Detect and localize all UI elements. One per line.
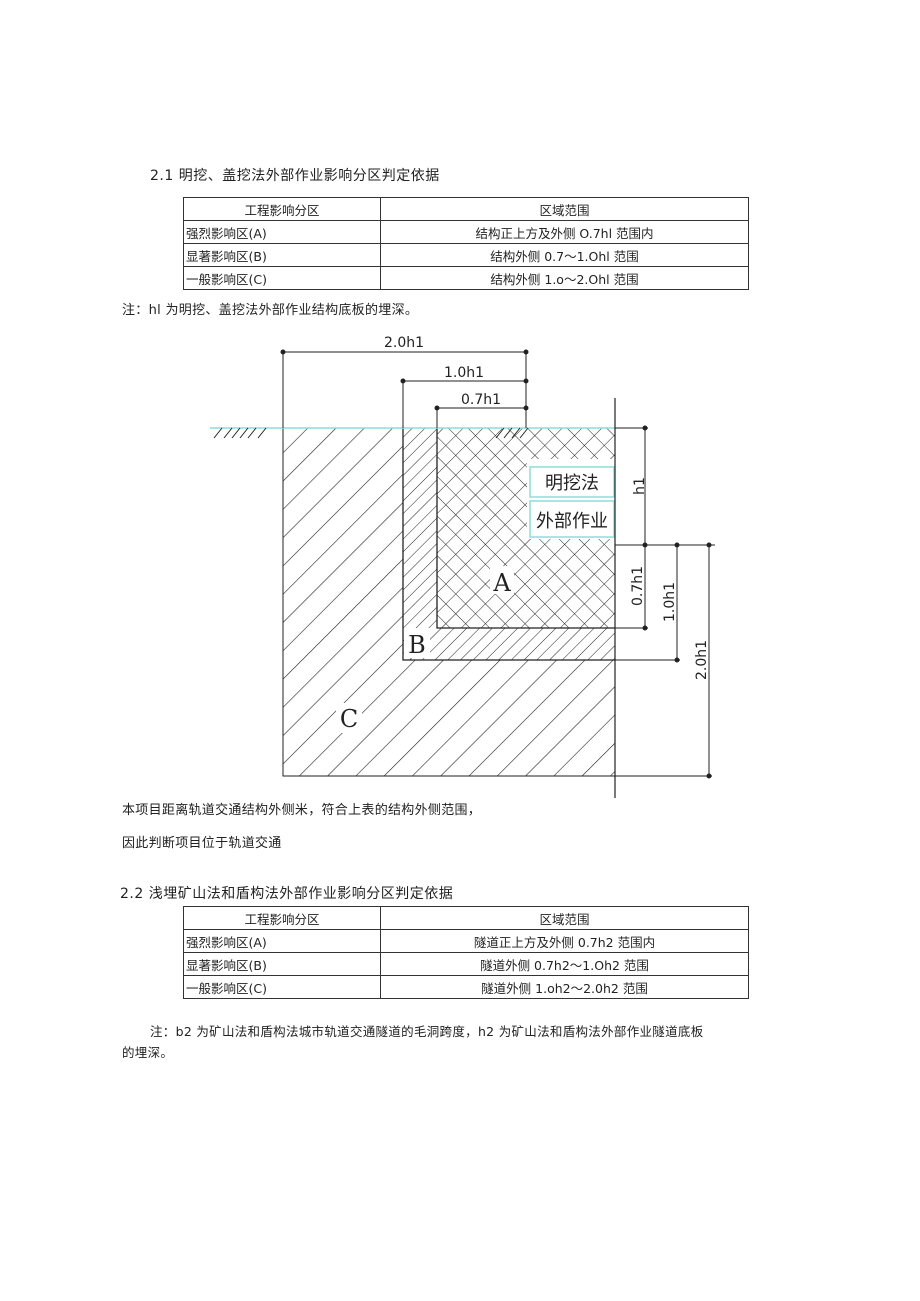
box-label-method: 明挖法 [545,473,599,494]
section-1-heading: 2.1 明挖、盖挖法外部作业影响分区判定依据 [150,168,440,184]
body-text-line-2: 因此判断项目位于轨道交通 [122,836,282,851]
range-cell: 隧道正上方及外侧 0.7h2 范围内 [380,929,749,953]
zone-cell: 强烈影响区(A) [183,220,381,244]
zone-label-c: C [340,705,358,733]
ground-hatch-left [213,427,267,439]
table-header-row: 工程影响分区 区域范围 [183,197,749,221]
zone-diagram: 明挖法 外部作业 2.0h1 1.0h1 0.7h1 h1 [210,335,715,798]
ground-hatch-mid [495,427,529,439]
table-row: 显著影响区(B) 隧道外侧 0.7h2～1.Oh2 范围 [183,952,749,976]
table-row: 强烈影响区(A) 隧道正上方及外侧 0.7h2 范围内 [183,929,749,953]
dim-label-right-h1: h1 [632,477,648,495]
table-header-row: 工程影响分区 区域范围 [183,906,749,930]
header-range: 区域范围 [380,906,749,930]
zone-cell: 强烈影响区(A) [183,929,381,953]
dim-0-7h1 [434,405,529,428]
zone-cell: 一般影响区(C) [183,975,381,999]
dim-2-0h1 [280,349,529,428]
zone-table-2: 工程影响分区 区域范围 强烈影响区(A) 隧道正上方及外侧 0.7h2 范围内 … [183,906,749,999]
header-zone: 工程影响分区 [183,906,381,930]
range-cell: 结构正上方及外侧 O.7hl 范围内 [380,220,749,244]
dim-label-top-1-0h1: 1.0h1 [444,365,484,381]
dim-right-0-7h1 [615,545,648,631]
body-text-line-1: 本项目距离轨道交通结构外侧米，符合上表的结构外侧范围， [122,803,482,818]
zone-cell: 一般影响区(C) [183,266,381,290]
zone-c-label-bg [336,703,362,733]
zone-b-label-bg [404,628,430,658]
range-cell: 隧道外侧 1.oh2～2.0h2 范围 [380,975,749,999]
dim-1-0h1 [400,378,529,428]
dim-right-1-0h1 [615,542,680,663]
zone-a-boundary [436,428,615,629]
dim-label-right-0-7h1: 0.7h1 [630,566,646,606]
dim-label-right-2-0h1: 2.0h1 [694,640,710,680]
dim-label-top-2-0h1: 2.0h1 [384,335,424,351]
dim-right-h1 [615,425,715,548]
dim-label-right-1-0h1: 1.0h1 [662,582,678,622]
section-1-note: 注：hl 为明挖、盖挖法外部作业结构底板的埋深。 [122,303,419,318]
section-2-heading: 2.2 浅埋矿山法和盾构法外部作业影响分区判定依据 [120,886,454,902]
table-row: 一般影响区(C) 隧道外侧 1.oh2～2.0h2 范围 [183,975,749,999]
section-2-note-line-2: 的埋深。 [122,1045,174,1060]
dim-right-2-0h1 [615,542,712,779]
range-cell: 结构外侧 1.o～2.Ohl 范围 [380,266,749,290]
zone-cell: 显著影响区(B) [183,952,381,976]
zone-label-a: A [492,569,511,597]
dim-label-top-0-7h1: 0.7h1 [461,392,501,408]
zone-table-1: 工程影响分区 区域范围 强烈影响区(A) 结构正上方及外侧 O.7hl 范围内 … [183,197,749,290]
box-frame-bottom [529,500,615,538]
zone-label-b: B [408,631,426,659]
zone-a-label-bg [490,566,514,594]
construction-box [527,459,615,539]
box-frame-top [529,466,615,498]
table-row: 强烈影响区(A) 结构正上方及外侧 O.7hl 范围内 [183,220,749,244]
section-2-note-line-1: 注：b2 为矿山法和盾构法城市轨道交通隧道的毛洞跨度，h2 为矿山法和盾构法外部… [150,1024,704,1039]
table-row: 一般影响区(C) 结构外侧 1.o～2.Ohl 范围 [183,266,749,290]
range-cell: 隧道外侧 0.7h2～1.Oh2 范围 [380,952,749,976]
box-label-work: 外部作业 [536,511,608,532]
header-zone: 工程影响分区 [183,197,381,221]
